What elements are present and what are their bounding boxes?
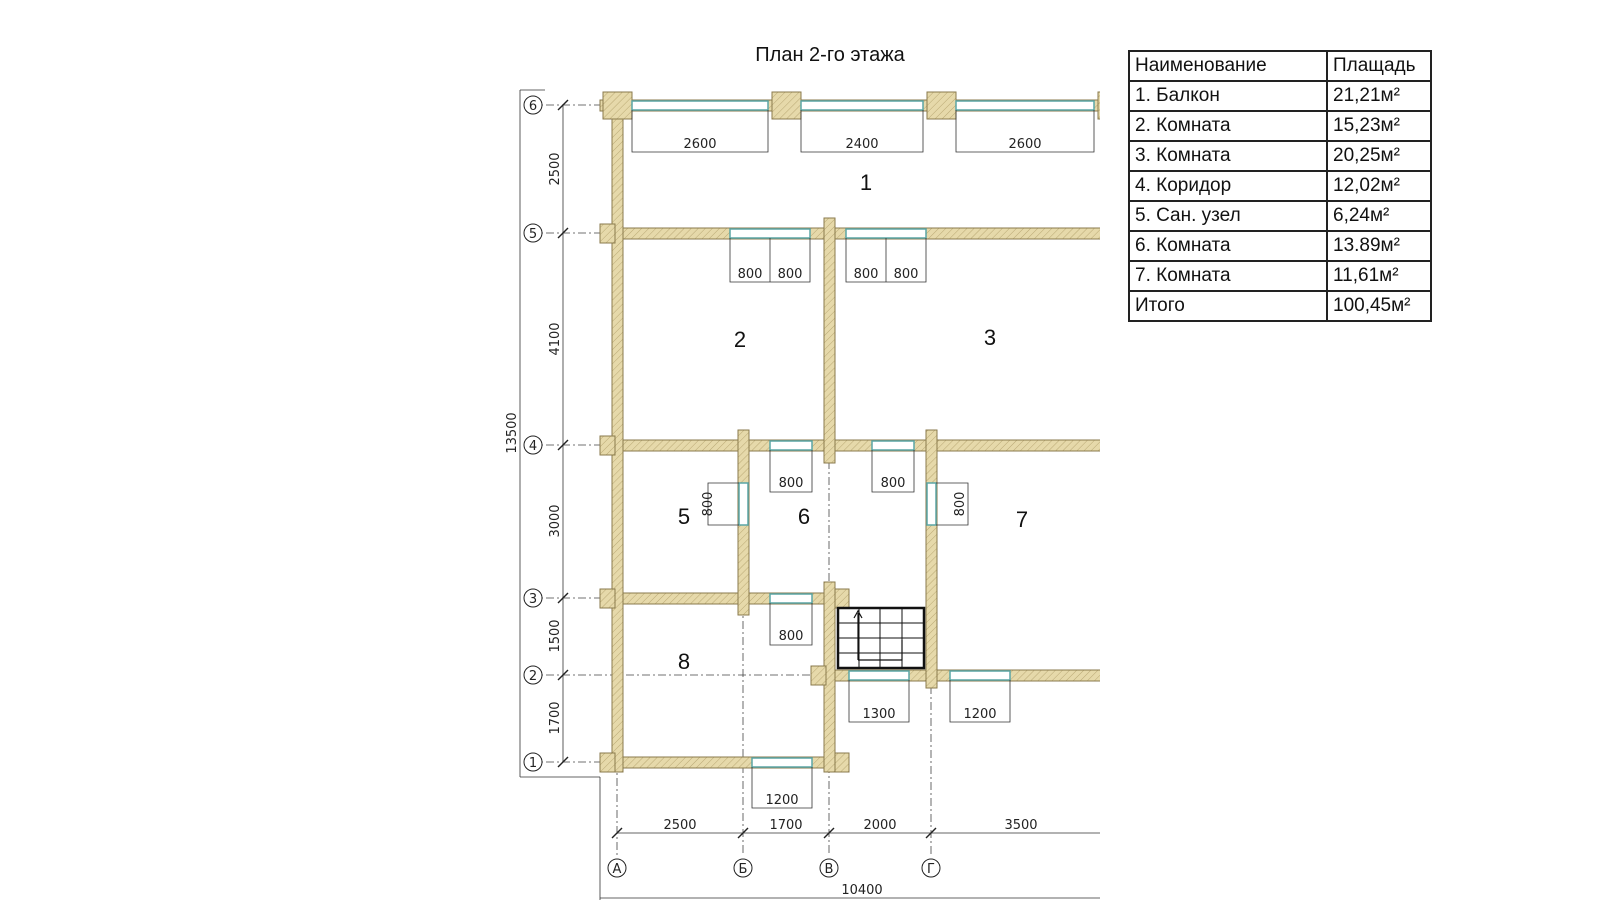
room-3-label: 3 (984, 325, 996, 350)
table-row: 1. Балкон 21,21м² (1128, 80, 1432, 112)
dim-left-span-1: 2500 (548, 152, 563, 185)
dim-door-r5-3: 800 (854, 267, 879, 282)
table-row: 4. Коридор 12,02м² (1128, 170, 1432, 202)
dim-window-top-1: 2600 (683, 137, 716, 152)
axis-5-label: 5 (529, 227, 537, 242)
row-area: 12,02м² (1326, 170, 1432, 202)
table-row: 7. Комната 11,61м² (1128, 260, 1432, 292)
axis-bubbles (523, 95, 941, 878)
row-name: 2. Комната (1128, 110, 1328, 142)
row-name: 7. Комната (1128, 260, 1328, 292)
row-area: 21,21м² (1326, 80, 1432, 112)
axis-4-label: 4 (529, 439, 537, 454)
axis-g-label: Г (927, 862, 935, 877)
row-area: 20,25м² (1326, 140, 1432, 172)
dim-left-span-2: 4100 (548, 322, 563, 355)
dim-window-top-3: 2600 (1008, 137, 1041, 152)
room-1-label: 1 (860, 170, 872, 195)
dim-bottom-span-2: 1700 (769, 818, 802, 833)
dim-left-span-3: 3000 (548, 504, 563, 537)
header-name: Наименование (1128, 50, 1328, 82)
dim-bottom-span-3: 2000 (863, 818, 896, 833)
row-name: 6. Комната (1128, 230, 1328, 262)
row-area: 13.89м² (1326, 230, 1432, 262)
dim-window-r2-2: 1200 (963, 707, 996, 722)
room-7-label: 7 (1016, 507, 1028, 532)
table-row: 5. Сан. узел 6,24м² (1128, 200, 1432, 232)
dim-door-r5-1: 800 (738, 267, 763, 282)
row-area: 11,61м² (1326, 260, 1432, 292)
dim-door-r5-4: 800 (894, 267, 919, 282)
total-area: 100,45м² (1326, 290, 1432, 322)
total-name: Итого (1128, 290, 1328, 322)
openings (631, 100, 1095, 768)
axis-b-label: Б (739, 862, 748, 877)
axis-2-label: 2 (529, 669, 537, 684)
dim-left-span-5: 1700 (548, 701, 563, 734)
axis-6-label: 6 (529, 99, 537, 114)
axis-a-label: А (613, 862, 622, 877)
floor-plan: 6 5 4 3 2 1 А Б В Г Д 1 2 3 5 6 7 8 2600… (505, 89, 1100, 900)
axis-1-label: 1 (529, 756, 537, 771)
dim-door-vert-1: 800 (701, 492, 716, 517)
table-total-row: Итого 100,45м² (1128, 290, 1432, 322)
plan-title: План 2-го этажа (755, 44, 905, 66)
dim-window-top-2: 2400 (845, 137, 878, 152)
row-area: 6,24м² (1326, 200, 1432, 232)
row-name: 4. Коридор (1128, 170, 1328, 202)
dim-door-vert-2: 800 (953, 492, 968, 517)
axis-3-label: 3 (529, 592, 537, 607)
dim-bottom-span-4: 3500 (1004, 818, 1037, 833)
dimension-lines (519, 89, 1100, 900)
dim-left-span-4: 1500 (548, 619, 563, 652)
room-8-label: 8 (678, 649, 690, 674)
dim-door-r3: 800 (779, 629, 804, 644)
dim-left-total: 13500 (505, 412, 520, 453)
staircase (836, 606, 926, 670)
table-row: 3. Комната 20,25м² (1128, 140, 1432, 172)
dim-door-r4-2: 800 (881, 476, 906, 491)
area-table: Наименование Плащадь 1. Балкон 21,21м² 2… (1128, 50, 1432, 322)
row-area: 15,23м² (1326, 110, 1432, 142)
dim-window-r2-1: 1300 (862, 707, 895, 722)
dim-bottom-total: 10400 (841, 883, 882, 898)
dim-bottom-span-1: 2500 (663, 818, 696, 833)
row-name: 5. Сан. узел (1128, 200, 1328, 232)
room-2-label: 2 (734, 327, 746, 352)
dim-door-r5-2: 800 (778, 267, 803, 282)
dim-door-r4-1: 800 (779, 476, 804, 491)
walls (599, 91, 1100, 773)
dimension-ticks (557, 99, 937, 839)
table-row: 6. Комната 13.89м² (1128, 230, 1432, 262)
row-name: 3. Комната (1128, 140, 1328, 172)
row-name: 1. Балкон (1128, 80, 1328, 112)
header-area: Плащадь (1326, 50, 1432, 82)
room-6-label: 6 (798, 504, 810, 529)
dim-window-r1: 1200 (765, 793, 798, 808)
table-row: 2. Комната 15,23м² (1128, 110, 1432, 142)
room-5-label: 5 (678, 504, 690, 529)
table-header-row: Наименование Плащадь (1128, 50, 1432, 82)
axis-v-label: В (825, 862, 834, 877)
